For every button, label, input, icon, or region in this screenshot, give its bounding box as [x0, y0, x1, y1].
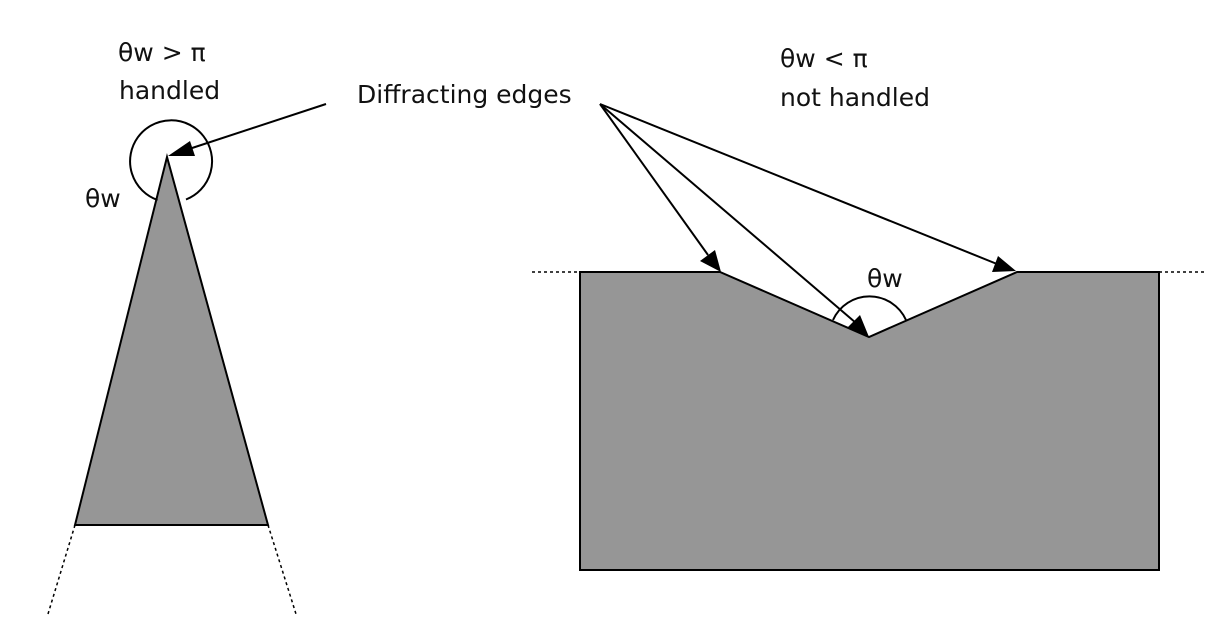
callout-line-to-left-edge	[599, 103, 709, 256]
diffracting-edges-label: Diffracting edges	[357, 80, 572, 109]
right-block-shape	[579, 271, 1160, 571]
left-angle-symbol: θw	[85, 184, 121, 213]
right-angle-symbol: θw	[867, 264, 903, 293]
right-angle-condition-label: θw < π	[780, 44, 868, 73]
callout-arrowhead-left-edge	[700, 250, 721, 272]
callout-line-to-notch	[599, 103, 857, 324]
callout-arrowhead-left	[168, 141, 195, 156]
callout-arrowhead-notch	[847, 315, 869, 337]
left-wedge-extension-left	[47, 524, 76, 615]
callout-arrowhead-right-edge	[992, 256, 1016, 272]
right-status-label: not handled	[780, 83, 930, 112]
callout-line-left	[185, 103, 327, 151]
left-status-label: handled	[119, 76, 221, 105]
right-wedge-angle-arc	[832, 295, 907, 321]
left-angle-condition-label: θw > π	[118, 38, 206, 67]
callout-line-to-right-edge	[599, 103, 998, 265]
left-wedge-angle-arc	[129, 119, 214, 201]
left-wedge-shape	[73, 153, 270, 526]
left-wedge-extension-right	[267, 524, 297, 615]
